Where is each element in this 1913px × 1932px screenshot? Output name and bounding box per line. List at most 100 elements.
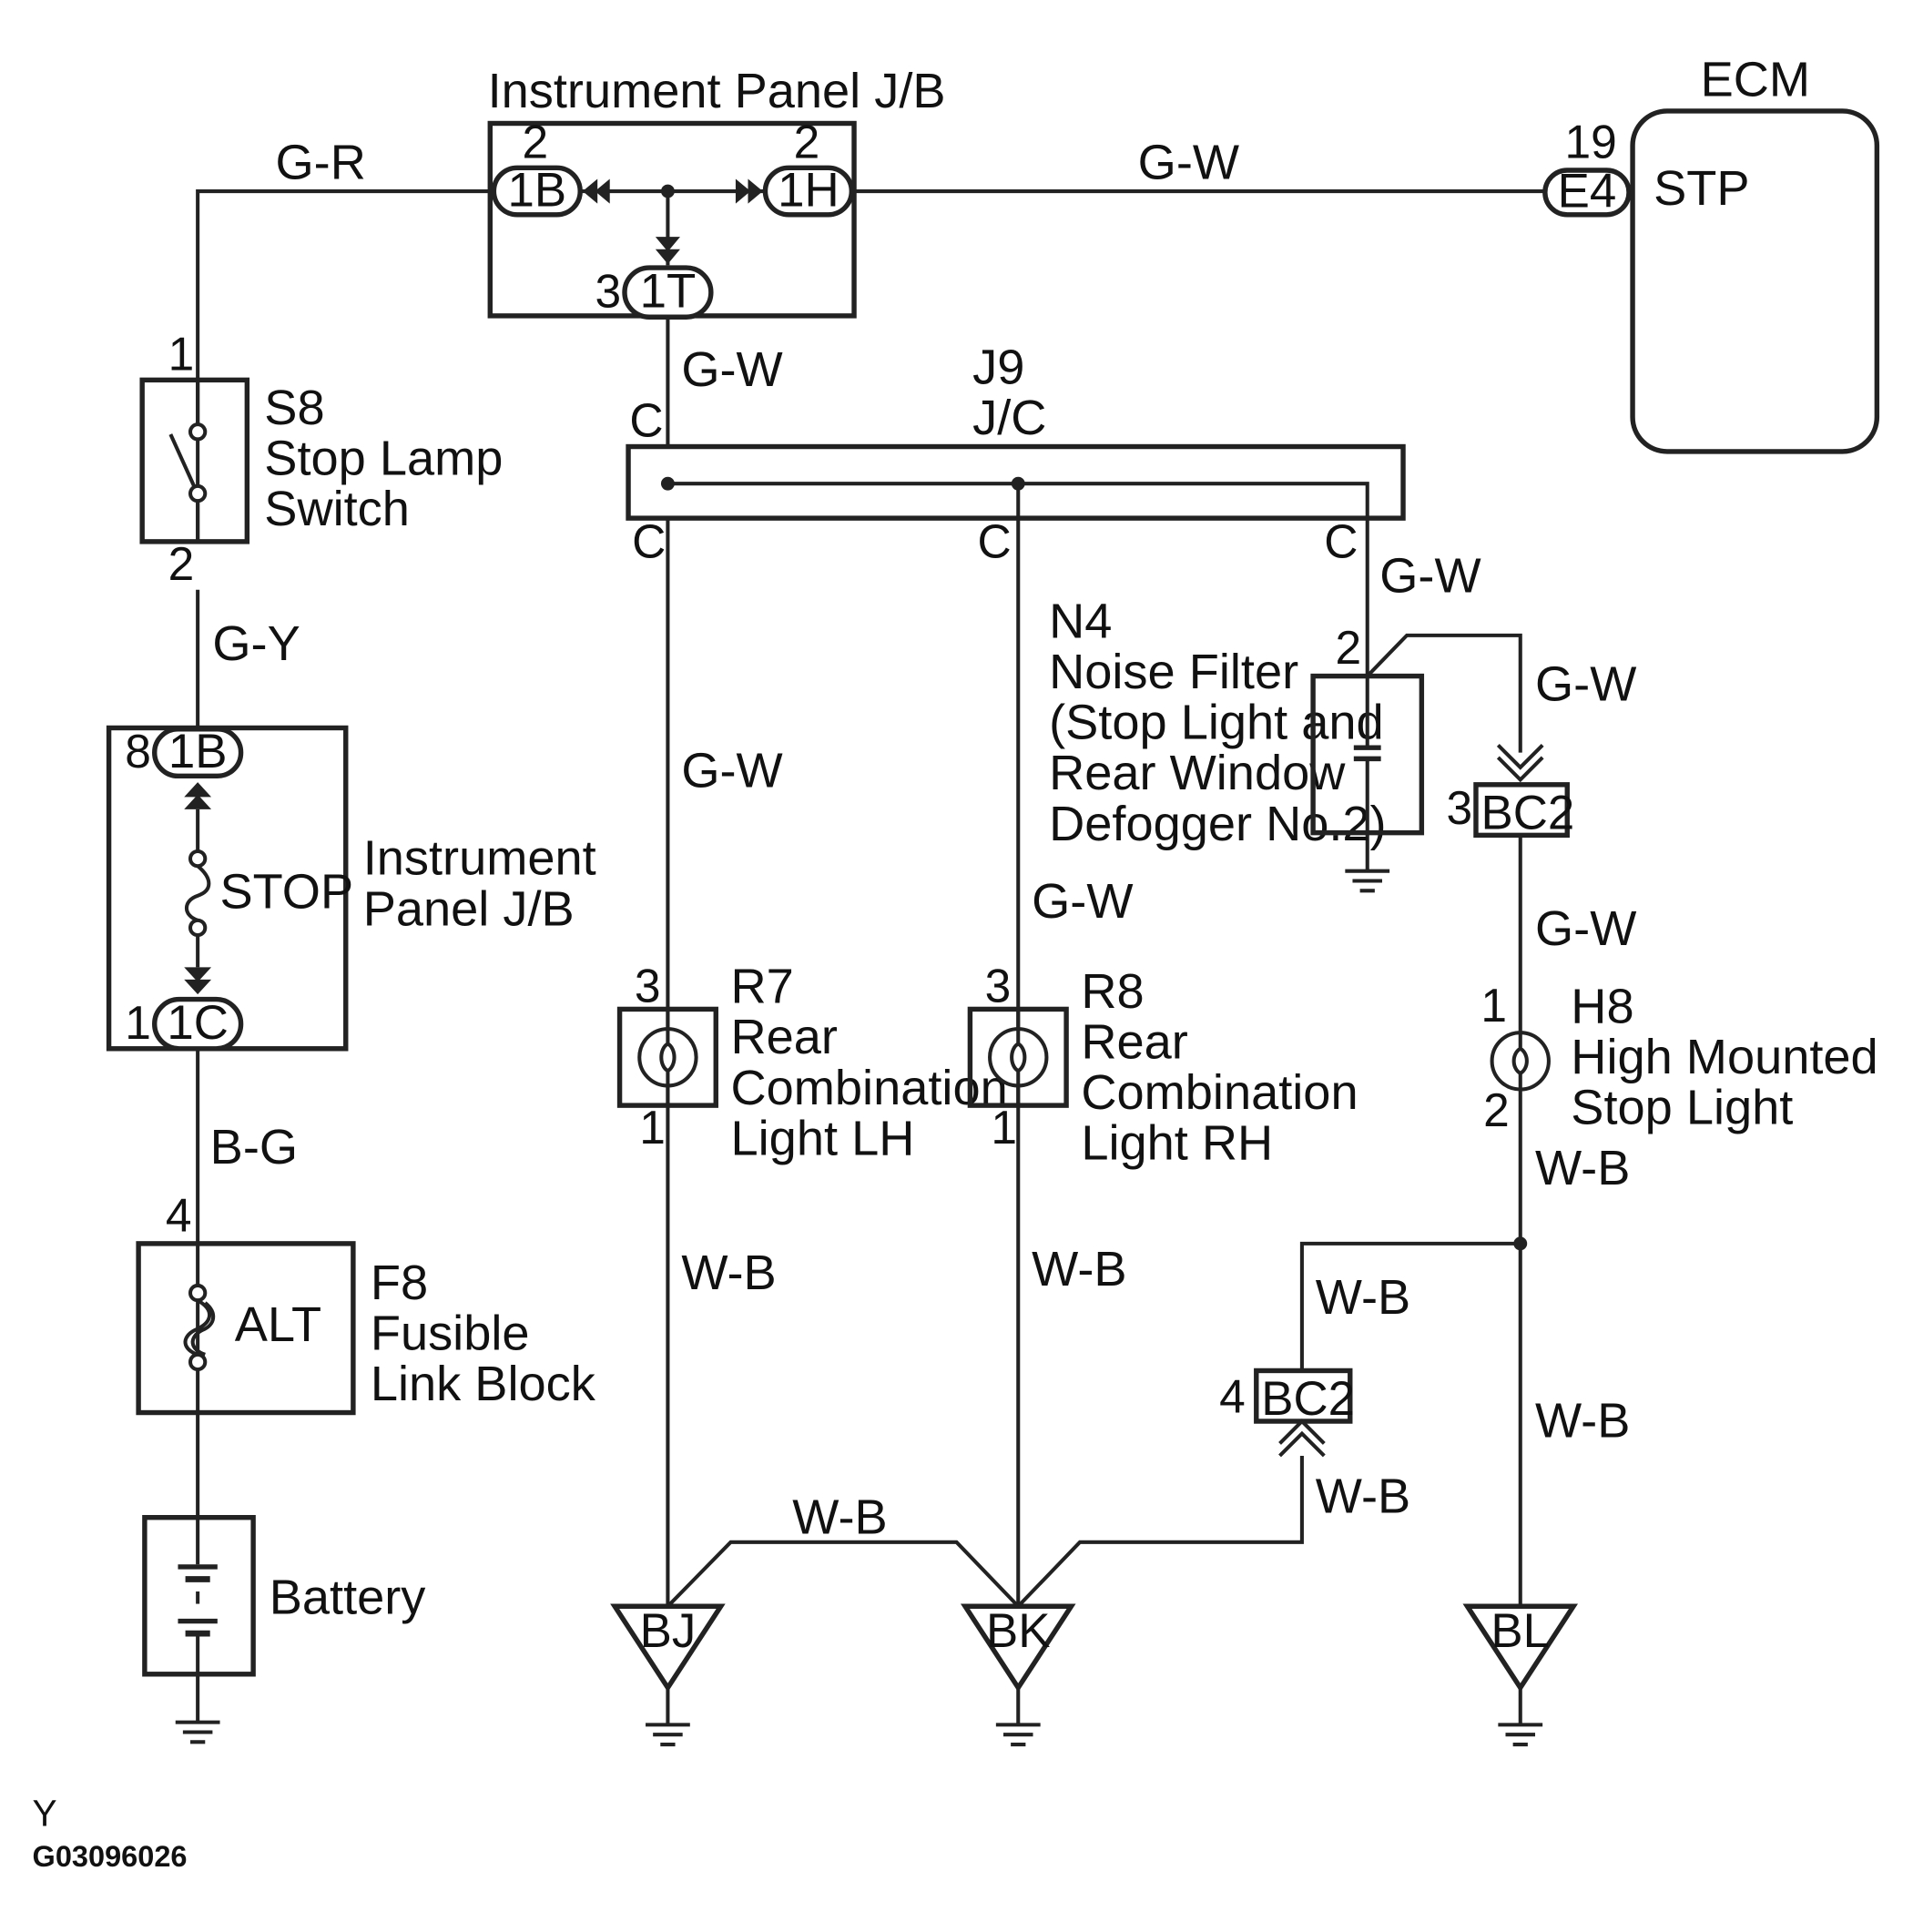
junction-dot (1513, 1236, 1528, 1251)
pin-number: 1 (991, 1101, 1017, 1154)
connector-e4 (1542, 168, 1632, 218)
pin-number: 1 (1481, 979, 1507, 1032)
r7-line3: Light LH (731, 1111, 915, 1165)
fuse-icon (184, 864, 211, 922)
pin-number: 3 (595, 264, 621, 317)
s8-name-line2: Switch (264, 482, 410, 536)
wire-label-g-w: G-W (1379, 548, 1481, 603)
connector-chevron-icon (1278, 1430, 1326, 1458)
connector-arrow-icon (735, 178, 751, 204)
connector-chevron-icon (1278, 1418, 1326, 1445)
lamp-filament-icon (1010, 1009, 1027, 1073)
junction-dot (660, 184, 675, 198)
connector-arrow-icon (655, 237, 680, 252)
wire-w-b-bc2-upper (1299, 1241, 1521, 1370)
h8-line1: High Mounted (1571, 1030, 1877, 1084)
j9-pin-c: C (632, 514, 666, 567)
fuse-terminal-icon (188, 918, 208, 938)
instrument-panel-jb-top: Instrument Panel J/B 2 1B 2 1H 3 1T (487, 64, 946, 320)
f8-id: F8 (371, 1256, 428, 1310)
r7-line2: Combination (731, 1061, 1008, 1115)
ground-point-bj (610, 1603, 726, 1693)
switch-lever-icon (168, 433, 196, 487)
j9-pin-c: C (1324, 514, 1358, 567)
connector-arrow-icon (582, 178, 598, 204)
wire-label-b-g: B-G (210, 1120, 298, 1174)
connector-chevron-icon (1496, 756, 1544, 783)
lamp-filament-icon (1511, 1032, 1529, 1076)
connector-label: BC2 (1261, 1372, 1355, 1426)
fuse-terminal-icon (188, 1352, 208, 1372)
rear-combination-light-lh: 3 1 R7 Rear Combination Light LH (616, 959, 1008, 1165)
footer-letter: Y (33, 1792, 57, 1834)
wire-label-g-w: G-W (1535, 657, 1636, 712)
pin-number: 2 (1483, 1083, 1510, 1136)
pin-number: 1 (168, 328, 195, 381)
connector-label: 1T (640, 264, 697, 318)
wire-label-w-b: W-B (1535, 1141, 1630, 1195)
ground-label-bk: BK (986, 1604, 1050, 1658)
ecm-terminal-stp: STP (1654, 161, 1749, 216)
s8-id: S8 (264, 381, 324, 435)
connector-label: E4 (1558, 165, 1617, 219)
wire-label-g-r: G-R (276, 135, 366, 189)
connector-arrow-icon (184, 967, 212, 982)
rear-combination-light-rh: 3 1 R8 Rear Combination Light RH (967, 959, 1358, 1171)
r8-id: R8 (1081, 964, 1144, 1019)
connector-chevron-icon (1496, 744, 1544, 770)
ecm-title: ECM (1701, 53, 1810, 107)
ground-point-bk (960, 1603, 1076, 1693)
connector-label: 1H (778, 163, 839, 217)
junction-dots (660, 184, 1528, 1251)
pin-number: 3 (985, 959, 1012, 1012)
connector-1b (152, 727, 244, 779)
connector-arrow-icon (655, 249, 680, 264)
connector-arrow-icon (184, 979, 212, 995)
s8-name-line1: Stop Lamp (264, 432, 503, 486)
connector-label: BC2 (1481, 787, 1574, 840)
r7-line1: Rear (731, 1010, 838, 1064)
wire-label-w-b: W-B (681, 1246, 776, 1300)
j9-id: J9 (972, 340, 1024, 394)
fusible-link-icon (183, 1298, 212, 1357)
wire-color-labels: G-R G-W G-W G-W G-W G-W G-W G-W G-Y B-G … (210, 135, 1637, 1544)
connector-arrow-icon (184, 794, 212, 809)
fusible-link-box (136, 1241, 356, 1416)
f8-name-line1: Fusible (371, 1306, 530, 1360)
wire-label-g-w: G-W (681, 744, 782, 798)
jc-internal-bus (667, 482, 1369, 519)
r8-line2: Combination (1081, 1065, 1358, 1120)
stop-lamp-switch: 1 2 S8 Stop Lamp Switch (139, 328, 503, 590)
connector-label: 1B (507, 163, 566, 217)
fuse-label-stop: STOP (220, 864, 354, 919)
pin-number: 19 (1565, 115, 1617, 168)
fusible-link-block: 4 ALT F8 Fusible Link Block (136, 1188, 596, 1416)
wire-label-w-b: W-B (792, 1490, 887, 1544)
battery-label: Battery (270, 1570, 426, 1624)
junction-dot (1011, 476, 1025, 491)
connector-1b (491, 165, 583, 218)
bc2-box (1473, 782, 1570, 839)
high-mounted-stop-light: 1 2 H8 High Mounted Stop Light (1481, 979, 1877, 1136)
battery: Battery (142, 1514, 426, 1677)
ecm-box (1630, 108, 1880, 454)
pin-number: 4 (1219, 1370, 1246, 1423)
pin-number: 2 (523, 115, 549, 168)
n4-line2: (Stop Light and (1049, 696, 1384, 750)
connector-label: 1C (167, 996, 229, 1050)
switch-contact-icon (188, 483, 208, 503)
wire-w-b-bc2-to-bk (1016, 1455, 1304, 1608)
connector-label: 1B (168, 725, 228, 778)
switch-contact-icon (188, 422, 208, 442)
wire-label-w-b: W-B (1316, 1270, 1410, 1325)
fuse-terminal-icon (188, 1283, 208, 1303)
f8-name-line2: Link Block (371, 1357, 596, 1411)
noise-filter-n4: N4 Noise Filter (Stop Light and Rear Win… (1049, 595, 1425, 893)
connector-bc2-lower: 4 BC2 (1219, 1368, 1355, 1458)
lamp-bulb-icon (1490, 1031, 1551, 1092)
wires (196, 188, 1545, 1725)
connector-arrow-icon (595, 178, 610, 204)
n4-line4: Defogger No.2) (1049, 797, 1386, 851)
wire-label-w-b: W-B (1316, 1469, 1410, 1523)
ground-label-bj: BJ (640, 1604, 697, 1658)
